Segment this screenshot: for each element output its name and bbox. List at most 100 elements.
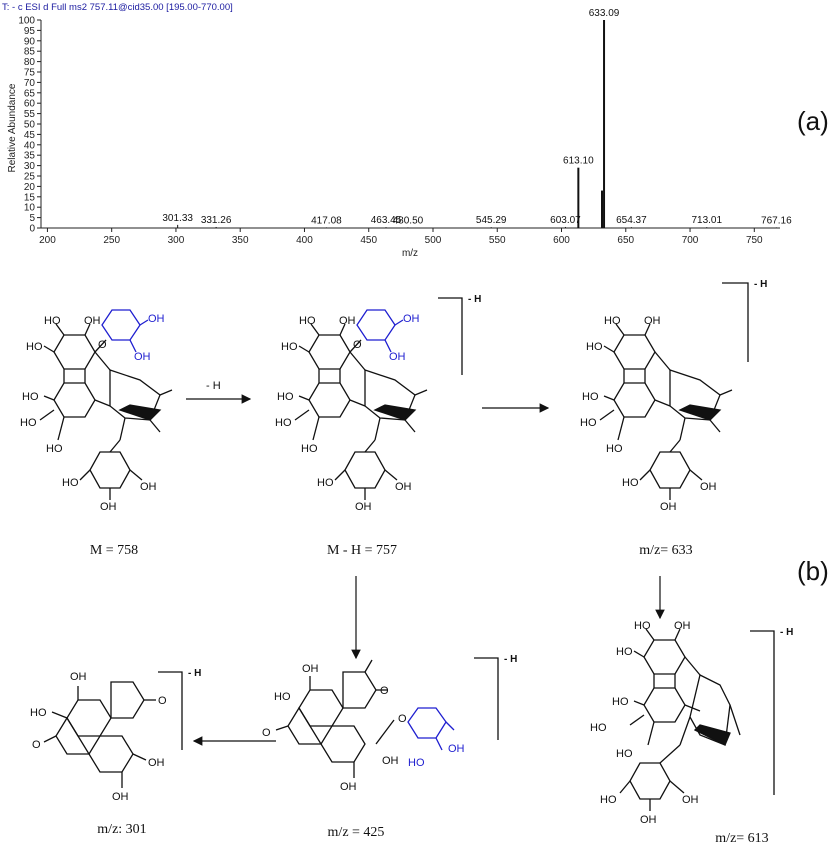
peak-label: 633.09 bbox=[589, 8, 620, 19]
oh-label: OH bbox=[340, 781, 357, 793]
structure-mz-633: HO HO OH HO HO HO HO OH OH bbox=[580, 315, 733, 513]
bracket-label: - H bbox=[754, 279, 767, 290]
structure-m-h-757: HO HO OH O OH OH HO HO HO HO OH OH bbox=[275, 309, 428, 513]
oh-label: HO bbox=[22, 391, 39, 403]
y-tick-label: 35 bbox=[24, 151, 36, 162]
panel-label-a: (a) bbox=[797, 106, 829, 136]
y-tick-label: 0 bbox=[29, 224, 35, 235]
oh-label: OH bbox=[134, 351, 151, 363]
y-tick-label: 5 bbox=[29, 213, 35, 224]
peak-label: 417.08 bbox=[311, 215, 342, 226]
oh-label: OH bbox=[355, 501, 372, 513]
y-tick-label: 15 bbox=[24, 192, 36, 203]
oh-label: HO bbox=[275, 417, 292, 429]
y-tick-label: 80 bbox=[24, 57, 36, 68]
oh-label: OH bbox=[302, 663, 319, 675]
oh-label: OH bbox=[84, 315, 101, 327]
oh-label: HO bbox=[612, 696, 629, 708]
charge-bracket bbox=[722, 282, 749, 362]
oh-label: HO bbox=[26, 341, 43, 353]
x-axis-label: m/z bbox=[402, 248, 418, 259]
oh-label: HO bbox=[20, 417, 37, 429]
x-tick-label: 400 bbox=[296, 235, 313, 246]
x-tick-label: 200 bbox=[39, 235, 56, 246]
oh-label: HO bbox=[62, 477, 79, 489]
caption-mz-633: m/z= 633 bbox=[639, 543, 693, 558]
oh-label: OH bbox=[148, 313, 165, 325]
x-tick-label: 750 bbox=[746, 235, 763, 246]
oh-label: HO bbox=[46, 443, 63, 455]
caption-mz-301: m/z: 301 bbox=[97, 822, 147, 837]
y-tick-label: 85 bbox=[24, 47, 36, 58]
bracket-label: - H bbox=[504, 654, 517, 665]
oh-label: HO bbox=[604, 315, 621, 327]
oh-label: HO bbox=[301, 443, 318, 455]
oh-label: OH bbox=[395, 481, 412, 493]
charge-bracket bbox=[438, 297, 463, 375]
oh-label: OH bbox=[100, 501, 117, 513]
peak-label: 613.10 bbox=[563, 156, 594, 167]
y-tick-label: 10 bbox=[24, 203, 36, 214]
oh-label: HO bbox=[582, 391, 599, 403]
oh-label: HO bbox=[30, 707, 47, 719]
oh-label: HO bbox=[44, 315, 61, 327]
x-tick-label: 600 bbox=[553, 235, 570, 246]
structure-m-758: HO HO OH O OH OH HO HO HO HO OH OH bbox=[20, 309, 173, 513]
y-tick-label: 70 bbox=[24, 78, 36, 89]
mass-spectrum-chart: 0510152025303540455055606570758085909510… bbox=[7, 8, 792, 259]
bracket-label: - H bbox=[780, 627, 793, 638]
oh-label: HO bbox=[622, 477, 639, 489]
y-tick-label: 55 bbox=[24, 109, 36, 120]
chart-axes: 0510152025303540455055606570758085909510… bbox=[18, 16, 780, 246]
arrow-label-minus-h: - H bbox=[206, 380, 221, 392]
oh-label: OH bbox=[140, 481, 157, 493]
y-tick-label: 65 bbox=[24, 88, 36, 99]
x-tick-label: 350 bbox=[232, 235, 249, 246]
caption-m-h-757: M - H = 757 bbox=[326, 543, 398, 558]
oh-label: HO bbox=[590, 722, 607, 734]
oh-label: HO bbox=[606, 443, 623, 455]
peak-label: 767.16 bbox=[761, 215, 792, 226]
oh-label: OH bbox=[682, 794, 699, 806]
o-label: O bbox=[262, 727, 271, 739]
x-tick-label: 500 bbox=[425, 235, 442, 246]
oh-label: OH bbox=[70, 671, 87, 683]
oh-label: HO bbox=[299, 315, 316, 327]
oh-label: OH bbox=[148, 757, 165, 769]
caption-m-758: M = 758 bbox=[89, 543, 139, 558]
y-tick-label: 60 bbox=[24, 99, 36, 110]
oh-label: OH bbox=[448, 743, 465, 755]
oh-label: HO bbox=[281, 341, 298, 353]
oh-label: OH bbox=[640, 814, 657, 826]
peak-label: 463.45 bbox=[371, 215, 402, 226]
oh-label: HO bbox=[616, 748, 633, 760]
oh-label: HO bbox=[277, 391, 294, 403]
y-tick-label: 75 bbox=[24, 68, 36, 79]
oh-label: OH bbox=[382, 755, 399, 767]
y-tick-label: 50 bbox=[24, 120, 36, 131]
o-label: O bbox=[32, 739, 41, 751]
oh-label: OH bbox=[339, 315, 356, 327]
oh-label: HO bbox=[317, 477, 334, 489]
structure-mz-613: HO HO OH HO HO HO HO OH OH bbox=[590, 620, 741, 826]
o-label: O bbox=[380, 685, 389, 697]
oh-label: HO bbox=[274, 691, 291, 703]
oh-label: OH bbox=[112, 791, 129, 803]
caption-mz-613: m/z= 613 bbox=[715, 831, 769, 846]
oh-label: OH bbox=[700, 481, 717, 493]
oh-label: HO bbox=[634, 620, 651, 632]
y-tick-label: 30 bbox=[24, 161, 36, 172]
y-tick-label: 40 bbox=[24, 140, 36, 151]
caption-mz-425: m/z = 425 bbox=[327, 825, 385, 840]
peak-label: 713.01 bbox=[691, 215, 722, 226]
y-tick-label: 100 bbox=[18, 16, 35, 27]
x-tick-label: 450 bbox=[360, 235, 377, 246]
oh-label: HO bbox=[408, 757, 425, 769]
o-label: O bbox=[158, 695, 167, 707]
o-label: O bbox=[98, 339, 107, 351]
x-tick-label: 300 bbox=[168, 235, 185, 246]
y-tick-label: 20 bbox=[24, 182, 36, 193]
peak-label: 603.07 bbox=[550, 215, 581, 226]
